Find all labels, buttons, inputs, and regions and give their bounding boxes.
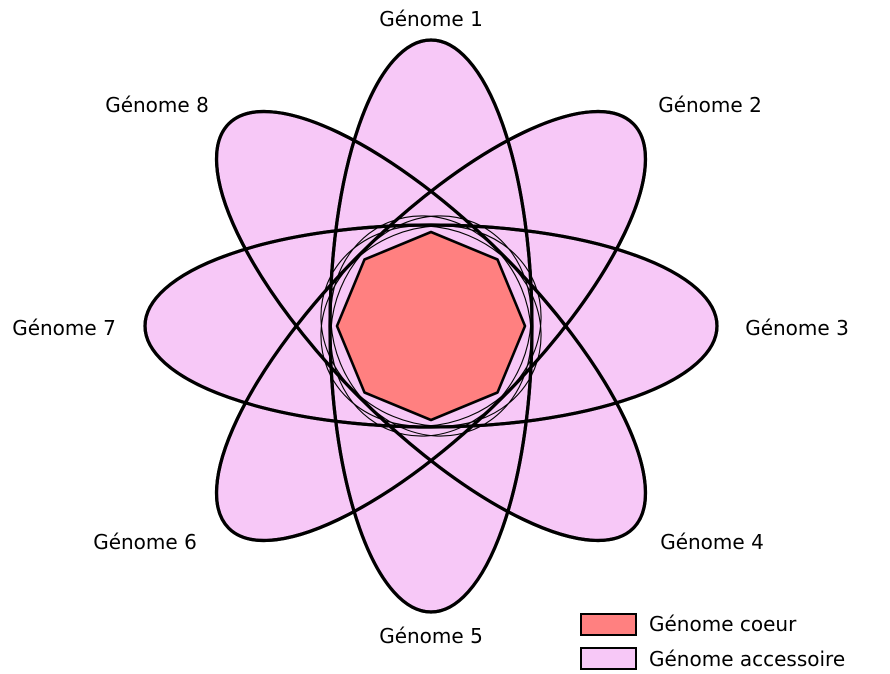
legend-swatch-core [580,613,637,636]
legend-label-core: Génome coeur [649,612,797,636]
inner-arc [320,225,542,427]
legend-label-accessory: Génome accessoire [649,647,845,671]
petal-outline-genome-6 [214,109,648,543]
genome-label-6: Génome 6 [93,530,197,554]
genome-label-1: Génome 1 [379,7,483,31]
genome-label-4: Génome 4 [660,530,764,554]
genome-label-5: Génome 5 [379,624,483,648]
genome-label-3: Génome 3 [745,316,849,340]
petal-outline-genome-8 [214,109,648,543]
petal-outlines [143,38,719,614]
genome-label-8: Génome 8 [105,93,209,117]
inner-arcs [320,215,542,437]
legend-swatch-accessory [580,647,637,670]
inner-arc [330,215,532,437]
genome-label-2: Génome 2 [658,93,762,117]
inner-arc [320,225,542,427]
legend: Génome coeur Génome accessoire [580,612,845,671]
genome-label-7: Génome 7 [12,316,116,340]
core-genome-region [335,230,527,422]
petal-outline-genome-7 [143,223,719,429]
inner-arc [330,215,532,437]
petal-outline-genome-5 [328,38,534,614]
genome-labels: Génome 1 Génome 2 Génome 3 Génome 4 Géno… [12,7,849,648]
